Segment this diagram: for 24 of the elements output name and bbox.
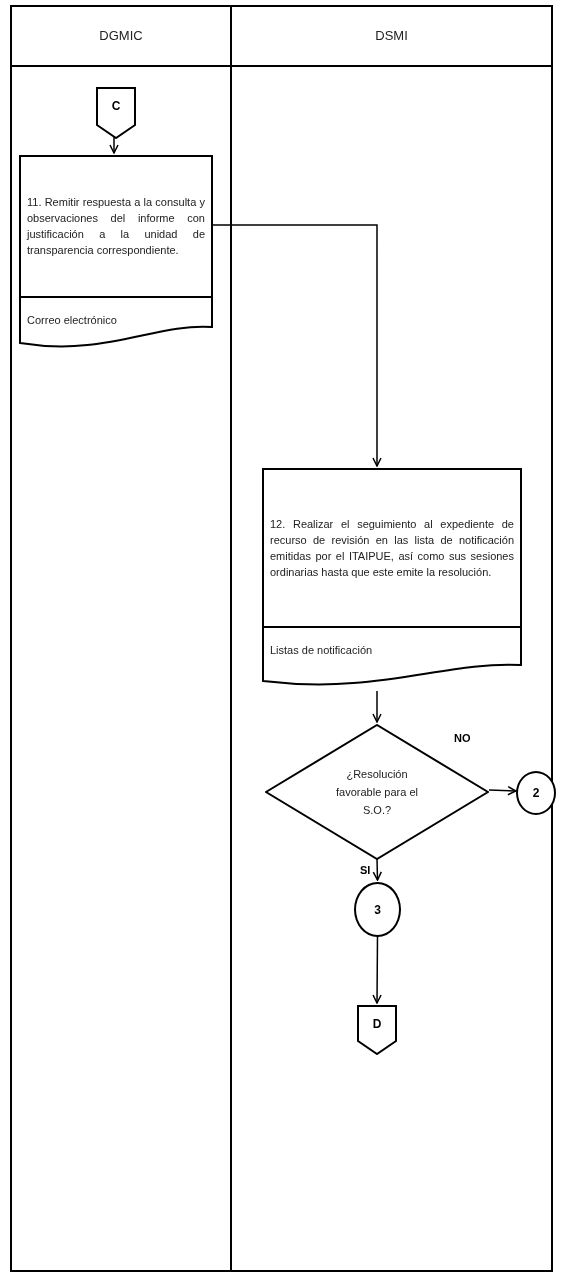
swimlane [10,5,232,1272]
lane-header: DSMI [375,27,408,46]
arrow [109,136,119,154]
lane-header: DGMIC [99,27,143,46]
arrow [488,785,517,796]
connector-circle [354,882,401,937]
connector-letter: C [111,98,121,115]
decision-text: ¿Resolución favorable para el S.O.? [335,767,419,818]
connector-number: 2 [532,785,540,802]
document-label: Correo electrónico [27,314,117,326]
connector-number: 3 [374,901,381,919]
arrow [372,934,382,1004]
offpage-connector [357,1005,397,1055]
step-text: 12. Realizar el seguimiento al expediente de recurso de revisión en las lista de notificación emitidas por el ITAIPUE, así como sus sesiones ordinarias hasta que este emite la resolución. [270,516,514,580]
document-label: Listas de notificación [270,644,373,656]
swimlane [232,5,553,1272]
connector-letter: D [372,1016,382,1033]
offpage-connector [96,87,136,139]
step-text: 11. Remitir respuesta a la consulta y observaciones del informe con justificación a la unidad de transparencia correspondiente. [27,195,205,258]
arrow [372,690,382,723]
decision-diamond [265,724,489,860]
connector-circle [516,771,556,815]
arrow [210,224,382,467]
arrow [372,857,383,881]
